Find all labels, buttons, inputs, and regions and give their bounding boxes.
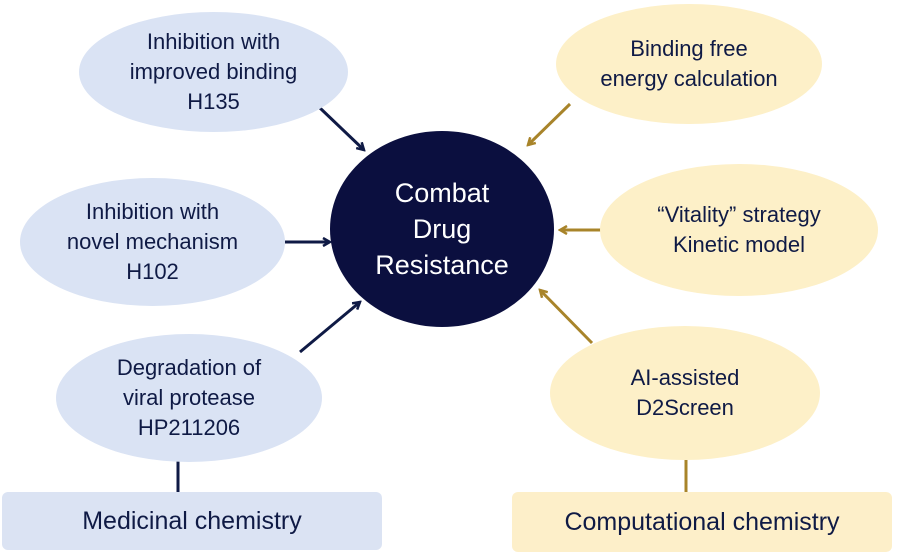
node-h102-line-2: novel mechanism: [66, 229, 239, 254]
node-h102-line-1: Inhibition with: [85, 199, 220, 224]
center-line-1: Combat: [394, 178, 490, 208]
node-binding-energy-line-2: energy calculation: [600, 66, 778, 91]
node-vitality: “Vitality” strategy Kinetic model: [600, 164, 878, 296]
arrow-binding-energy-to-center: [528, 102, 572, 145]
node-binding-energy: Binding free energy calculation: [556, 4, 822, 124]
node-h135: Inhibition with improved binding H135: [79, 12, 348, 132]
arrow-hp211206-to-center: [299, 302, 360, 354]
node-hp211206: Degradation of viral protease HP211206: [56, 334, 322, 462]
node-h135-line-3: H135: [187, 89, 240, 114]
arrow-d2screen-to-center: [540, 290, 594, 345]
node-vitality-line-2: Kinetic model: [672, 232, 806, 257]
node-vitality-line-1: “Vitality” strategy: [657, 202, 821, 227]
node-hp211206-line-1: Degradation of: [116, 355, 262, 380]
node-d2screen-line-2: D2Screen: [636, 395, 734, 420]
center-line-3: Resistance: [375, 250, 509, 280]
node-hp211206-line-2: viral protease: [122, 385, 256, 410]
node-h102-line-3: H102: [126, 259, 179, 284]
category-medicinal-chemistry: Medicinal chemistry: [2, 492, 382, 550]
node-h135-line-1: Inhibition with: [146, 29, 281, 54]
node-h102: Inhibition with novel mechanism H102: [20, 178, 285, 306]
node-d2screen: AI-assisted D2Screen: [550, 326, 820, 460]
node-hp211206-line-3: HP211206: [137, 415, 241, 440]
arrow-h135-to-center: [318, 106, 364, 150]
node-d2screen-line-1: AI-assisted: [630, 365, 740, 390]
node-h135-line-2: improved binding: [129, 59, 298, 84]
center-line-2: Drug: [412, 214, 472, 244]
node-binding-energy-line-1: Binding free: [630, 36, 748, 61]
category-computational-label: Computational chemistry: [564, 507, 840, 536]
category-medicinal-label: Medicinal chemistry: [82, 506, 302, 535]
category-computational-chemistry: Computational chemistry: [512, 492, 892, 552]
center-node: Combat Drug Resistance: [330, 131, 554, 327]
